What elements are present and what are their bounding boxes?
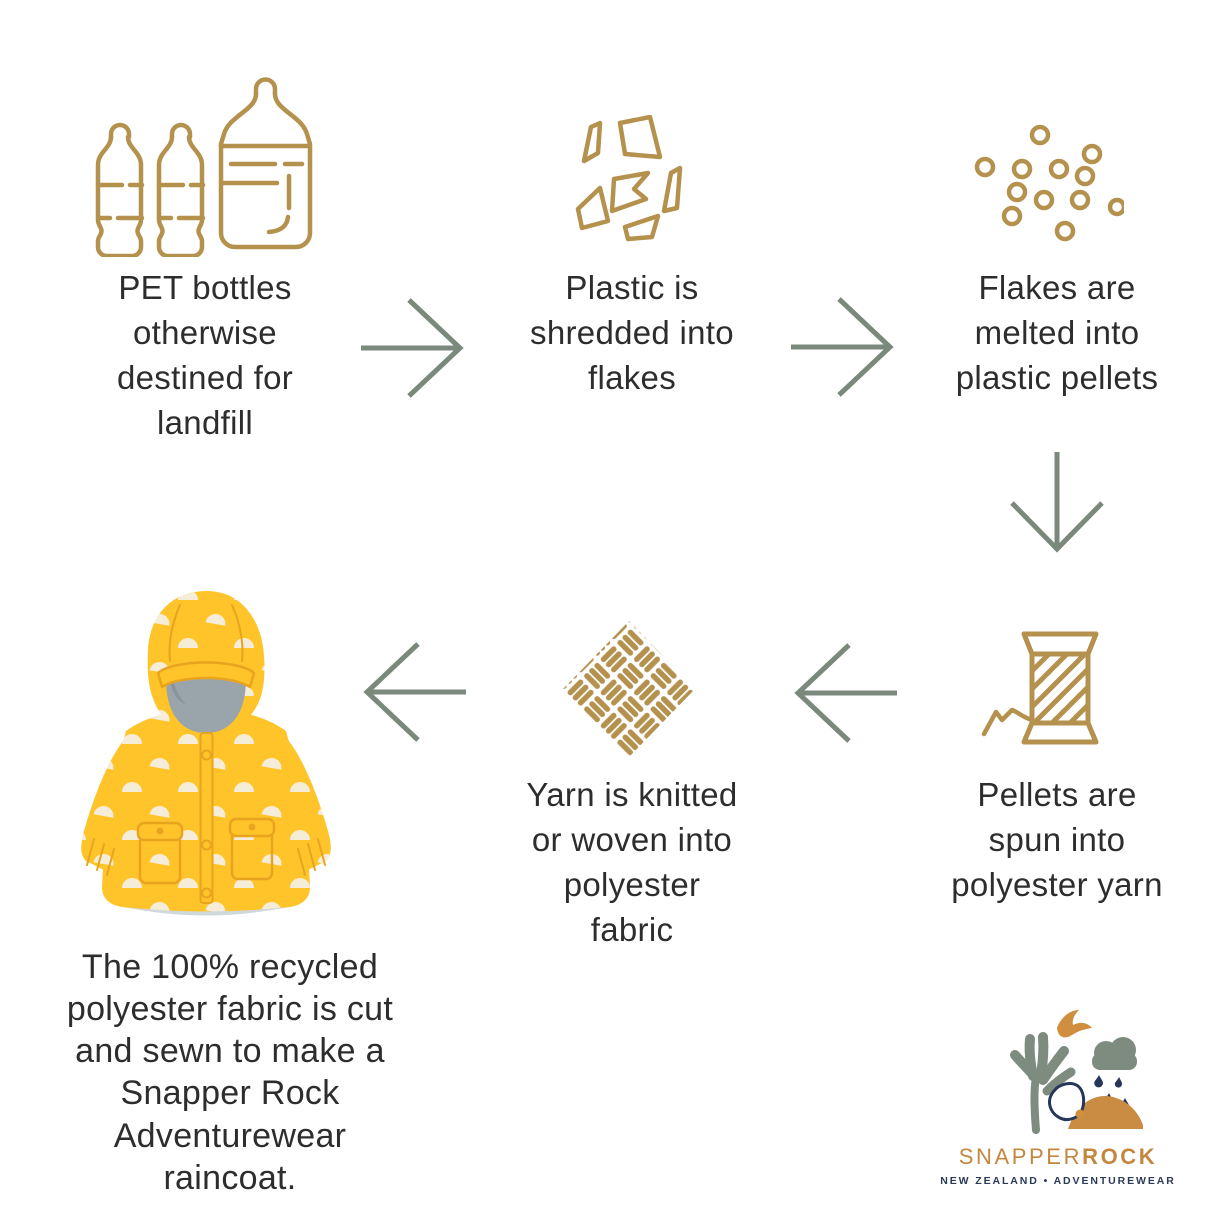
step-label-pet-bottles: PET bottles otherwise destined for landf…: [116, 269, 294, 441]
woven-fabric-icon: [563, 621, 695, 757]
snapper-rock-logo: SNAPPERROCK NEW ZEALAND • ADVENTUREWEAR: [925, 998, 1191, 1187]
arrow-down-icon: [1010, 452, 1104, 553]
arrow-right-icon: [361, 298, 464, 398]
arrow-left-icon: [363, 642, 466, 742]
brand-tagline: NEW ZEALAND • ADVENTUREWEAR: [940, 1175, 1176, 1187]
arrow-right-icon: [791, 297, 894, 397]
raincoat-image: [81, 591, 331, 916]
plastic-flakes-icon: [575, 115, 683, 242]
step-label-shredded-flakes: Plastic is shredded into flakes: [530, 269, 734, 396]
yarn-spool-icon: [981, 631, 1099, 745]
snapper-rock-logo-illustration-icon: [1010, 1010, 1143, 1134]
brand-name-secondary: ROCK: [1082, 1144, 1158, 1169]
step-label-plastic-pellets: Flakes are melted into plastic pellets: [955, 269, 1159, 396]
step-label-polyester-fabric: Yarn is knitted or woven into polyester …: [526, 776, 738, 948]
brand-name-primary: SNAPPER: [958, 1144, 1083, 1169]
step-label-polyester-yarn: Pellets are spun into polyester yarn: [951, 776, 1163, 903]
plastic-pellets-icon: [974, 124, 1124, 242]
arrow-left-icon: [794, 643, 897, 743]
step-label-raincoat-summary: The 100% recycled polyester fabric is cu…: [66, 948, 394, 1197]
brand-name: SNAPPERROCK: [925, 1144, 1191, 1170]
pet-bottles-icon: [95, 77, 313, 257]
